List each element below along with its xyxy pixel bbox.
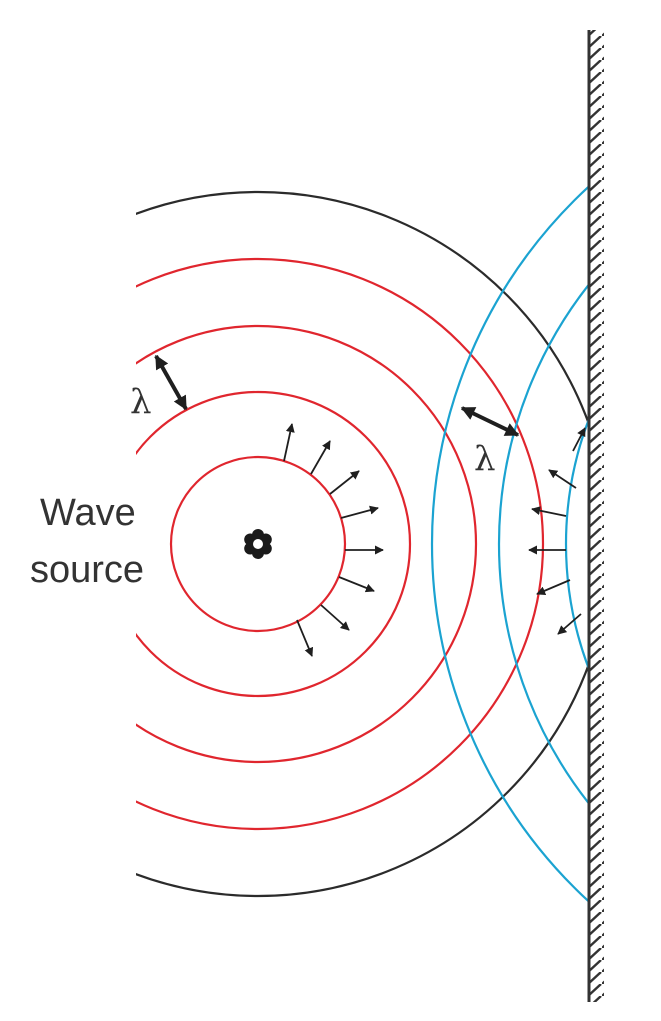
outgoing-arrows — [283, 423, 384, 657]
reflected-arrows — [528, 427, 586, 635]
arrow-reflected — [572, 427, 586, 452]
arrow-outward — [283, 423, 295, 462]
incident-wavefronts — [136, 257, 545, 831]
outer-black-wavefront — [136, 191, 588, 897]
arrow-reflected — [557, 613, 582, 635]
arrow-reflected — [548, 469, 577, 489]
lambda-left-indicator — [154, 354, 188, 411]
arrow-outward — [340, 505, 379, 519]
arrow-outward — [329, 470, 360, 495]
wavefront-4 — [136, 257, 545, 831]
wavefront-2 — [136, 390, 412, 698]
arrow-outward — [296, 619, 314, 657]
arrow-reflected — [536, 579, 571, 595]
source-label: source — [30, 549, 144, 591]
lambda-right-indicator — [460, 406, 520, 437]
wavefront-3 — [136, 324, 478, 764]
arrow-outward — [310, 440, 331, 475]
reflecting-wall-icon — [587, 30, 604, 1002]
wave-source-icon — [244, 529, 272, 559]
reflected-wavefront-1 — [565, 418, 588, 670]
lambda-right-label: λ — [474, 439, 496, 479]
arrow-outward — [320, 604, 350, 631]
arrow-reflected — [531, 506, 567, 517]
reflected-wavefront-2 — [498, 284, 588, 804]
arrow-outward — [338, 576, 375, 593]
wave-label: Wave — [40, 492, 136, 534]
wavefront-1 — [169, 455, 347, 633]
reflected-wavefront-3 — [431, 185, 588, 903]
lambda-left-label: λ — [130, 382, 152, 422]
